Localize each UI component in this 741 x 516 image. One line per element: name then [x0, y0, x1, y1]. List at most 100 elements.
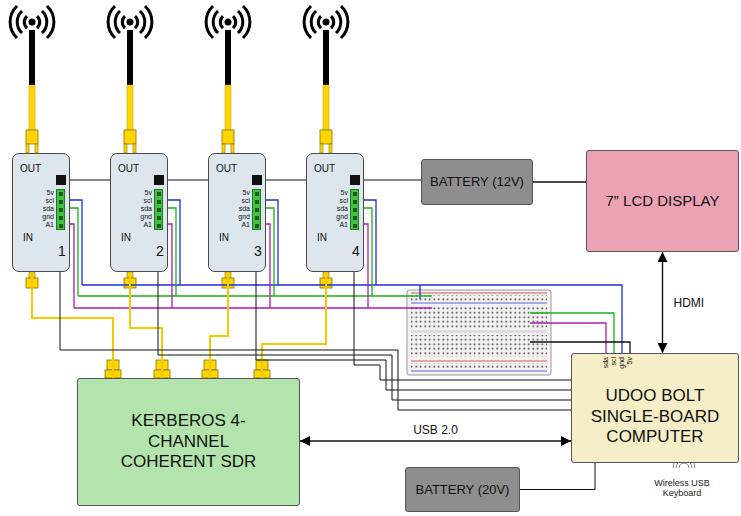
pin: [59, 192, 63, 196]
pin: [255, 192, 259, 196]
pin-header: [350, 189, 359, 230]
box-label: 7” LCD DISPLAY: [606, 192, 720, 210]
pin-label: sda: [602, 357, 610, 368]
breadboard: [407, 290, 551, 375]
note-label: Wireless USB Keyboard: [642, 478, 722, 499]
pin-label: 5v: [341, 189, 348, 197]
port-label: IN: [219, 232, 229, 243]
pin: [59, 216, 63, 220]
pin: [157, 192, 161, 196]
pin: [255, 216, 259, 220]
pin: [353, 208, 357, 212]
pin-label: scl: [45, 197, 54, 205]
connector: [662, 252, 663, 353]
pin-label: 5v: [145, 189, 152, 197]
power-connector: [154, 175, 164, 185]
pin-header: [56, 189, 65, 230]
connector: [32, 272, 113, 378]
port-label: OUT: [216, 163, 237, 174]
pin-label: scl: [339, 197, 348, 205]
display-box: 7” LCD DISPLAY: [586, 150, 739, 252]
pin: [59, 208, 63, 212]
pin: [353, 200, 357, 204]
pin: [157, 208, 161, 212]
pin: [255, 200, 259, 204]
pin-label: A1: [339, 221, 348, 229]
module-number: 2: [156, 244, 164, 259]
pin-label: 5v: [47, 189, 54, 197]
module-number: 3: [254, 244, 262, 259]
port-label: OUT: [20, 163, 41, 174]
pin-label: sda: [337, 205, 348, 213]
connector: [168, 180, 208, 181]
lna-module: OUT 5vsclsdagndA1IN 1: [12, 153, 70, 272]
module-number: 4: [352, 244, 360, 259]
lna-module: OUT 5vsclsdagndA1IN 2: [110, 153, 168, 272]
connector: [533, 181, 586, 182]
connector: [210, 272, 228, 378]
pin-label: scl: [241, 197, 250, 205]
pin: [59, 224, 63, 228]
pin-label: gnd: [618, 357, 626, 369]
pin-label: gnd: [140, 213, 152, 221]
pin-label: sda: [43, 205, 54, 213]
lna-module: OUT 5vsclsdagndA1IN 4: [306, 153, 364, 272]
connector: [266, 180, 306, 181]
pin-label: scl: [143, 197, 152, 205]
box-label: KERBEROS 4-CHANNEL COHERENT SDR: [114, 411, 264, 472]
power-connector: [56, 175, 66, 185]
port-label: IN: [121, 232, 131, 243]
antenna: [304, 6, 348, 153]
pin-label: gnd: [42, 213, 54, 221]
port-label: OUT: [118, 163, 139, 174]
pin: [353, 216, 357, 220]
battery-box: BATTERY (12V): [421, 159, 533, 205]
pin: [157, 224, 161, 228]
port-label: IN: [317, 232, 327, 243]
pin-label: gnd: [238, 213, 250, 221]
pin-label: 5v: [243, 189, 250, 197]
pin-label: sda: [239, 205, 250, 213]
pin-label: 5v: [626, 357, 634, 364]
connector: [364, 180, 421, 181]
box-label: UDOO BOLT SINGLE-BOARD COMPUTER: [580, 386, 730, 447]
connector: [70, 180, 110, 181]
connector: [300, 440, 571, 441]
pin-header: [154, 189, 163, 230]
pin-label: A1: [241, 221, 250, 229]
pin-label: scl: [610, 357, 618, 366]
pin: [59, 200, 63, 204]
lna-module: OUT 5vsclsdagndA1IN 3: [208, 153, 266, 272]
box-label: BATTERY (20V): [416, 482, 510, 498]
sdr-box: KERBEROS 4-CHANNEL COHERENT SDR: [77, 378, 300, 506]
box-label: BATTERY (12V): [430, 174, 524, 190]
edge-label: USB 2.0: [411, 423, 460, 437]
pin-label: gnd: [336, 213, 348, 221]
pin: [157, 216, 161, 220]
battery-box: BATTERY (20V): [405, 467, 520, 512]
connector: [520, 463, 595, 490]
port-label: IN: [23, 232, 33, 243]
pin: [353, 192, 357, 196]
connector: [262, 272, 326, 378]
pin-label: A1: [143, 221, 152, 229]
antenna: [108, 6, 152, 153]
module-number: 1: [58, 244, 66, 259]
pin: [353, 224, 357, 228]
pin-label: sda: [141, 205, 152, 213]
power-connector: [350, 175, 360, 185]
edge-label: HDMI: [672, 296, 707, 310]
connector: [354, 272, 571, 380]
power-connector: [252, 175, 262, 185]
pin-header: [252, 189, 261, 230]
pin: [157, 200, 161, 204]
pin: [255, 224, 259, 228]
pin: [255, 208, 259, 212]
antenna: [206, 6, 250, 153]
antenna: [10, 6, 54, 153]
port-label: OUT: [314, 163, 335, 174]
computer-box: UDOO BOLT SINGLE-BOARD COMPUTER sdasclgnd…: [571, 353, 739, 463]
pin-label: A1: [45, 221, 54, 229]
connector: [256, 272, 571, 390]
